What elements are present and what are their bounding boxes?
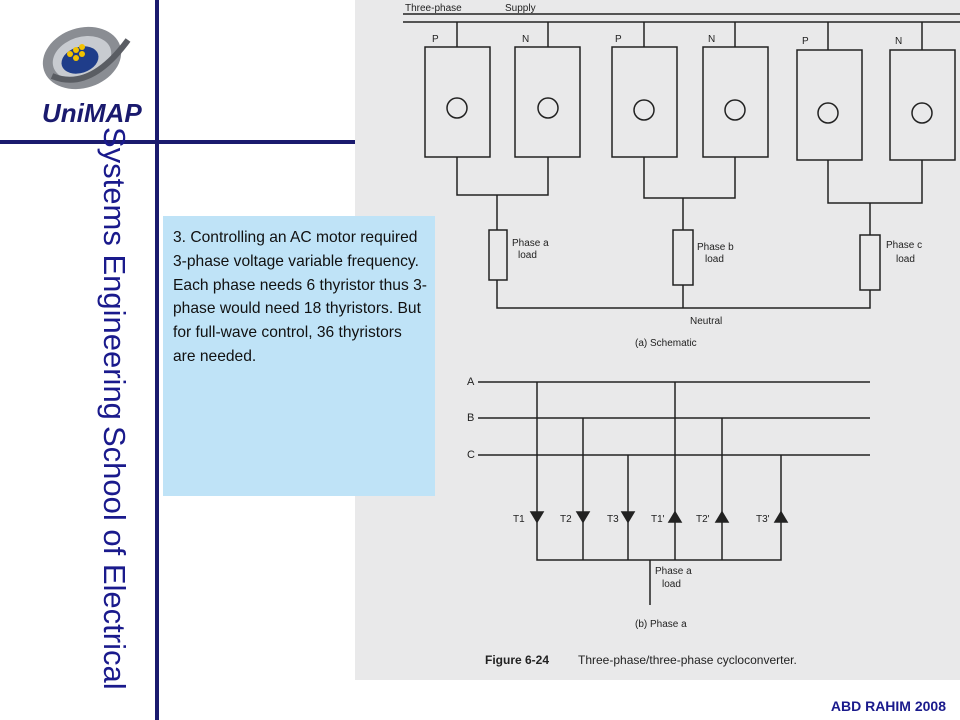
phase-b-load-line2: load [705,254,724,265]
sidebar-divider [155,0,159,720]
n-label: N [895,36,902,47]
school-title-line1: School of Electrical [97,425,132,690]
bus-c-label: C [467,449,475,461]
thyristor-t3p-label: T3' [756,514,770,525]
school-title-line2: Systems Engineering [97,126,132,420]
note-box: 3. Controlling an AC motor required 3-ph… [163,216,435,496]
header-divider [0,140,357,144]
note-text: 3. Controlling an AC motor required 3-ph… [173,229,427,365]
svg-text:UniMAP: UniMAP [42,98,142,128]
phase-a-load-line1: Phase a [512,238,549,249]
footer-author: ABD RAHIM 2008 [830,698,946,714]
school-title: School of Electrical Systems Engineering [32,127,132,690]
supply-label-right: Supply [505,3,536,14]
phase-b-load-line1: Phase b [697,242,734,253]
p-label: P [432,34,439,45]
converter-group-a: P N [424,22,581,230]
p-label: P [615,34,622,45]
neutral-label: Neutral [690,316,722,327]
unimap-logo: UniMAP [42,26,142,128]
phase-c-load-line2: load [896,254,915,265]
n-label: N [708,34,715,45]
p-label: P [802,36,809,47]
n-label: N [522,34,529,45]
thyristor-t1-label: T1 [513,514,525,525]
schematic-caption: (a) Schematic [635,338,697,349]
thyristor-t2p-label: T2' [696,514,710,525]
converter-group-c: P N [796,22,956,235]
phase-a-caption: (b) Phase a [635,619,687,630]
phase-a-load-b-line1: Phase a [655,566,692,577]
thyristor-t1p-label: T1' [651,514,665,525]
phase-a-load-b-line2: load [662,579,681,590]
phase-a-load-line2: load [518,250,537,261]
figure-number: Figure 6-24 [485,653,549,667]
bus-a-label: A [467,376,475,388]
figure-title: Three-phase/three-phase cycloconverter. [578,653,797,667]
thyristor-t3-label: T3 [607,514,619,525]
converter-group-b: P N [611,22,769,230]
phase-c-load-line1: Phase c [886,240,922,251]
supply-label-left: Three-phase [405,3,462,14]
thyristor-t2-label: T2 [560,514,572,525]
cycloconverter-figure: Three-phase Supply P N P N P N [355,0,960,680]
bus-b-label: B [467,412,474,424]
